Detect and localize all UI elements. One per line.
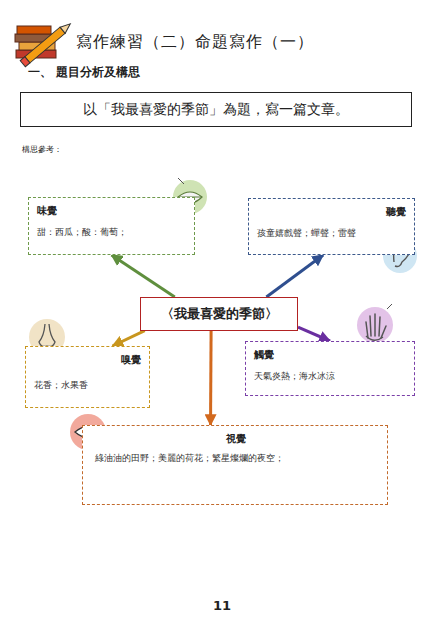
note-label: 構思參考： bbox=[22, 144, 62, 155]
box-text: 以「我最喜愛的季節」為題，寫一篇文章。 bbox=[31, 100, 401, 119]
box-heading: 嗅覺 bbox=[34, 353, 141, 367]
page-number: 11 bbox=[213, 598, 231, 613]
books-pencil-icon bbox=[15, 21, 73, 67]
center-topic-box: 〈我最喜愛的季節〉 bbox=[140, 297, 298, 331]
sense-box: 聽覺孩童嬉戲聲；蟬聲；雷聲 bbox=[248, 198, 415, 255]
box-heading: 觸覺 bbox=[254, 348, 406, 362]
page-title: 寫作練習（二）命題寫作（一） bbox=[76, 32, 314, 53]
box-heading: 聽覺 bbox=[257, 205, 406, 219]
arrow-connector bbox=[113, 331, 145, 346]
section-heading: 一、 題目分析及構思 bbox=[28, 64, 140, 81]
box-body: 孩童嬉戲聲；蟬聲；雷聲 bbox=[257, 227, 406, 239]
arrow-connector bbox=[298, 327, 330, 341]
box-body: 花香；水果香 bbox=[34, 379, 141, 391]
box-heading: 視覺 bbox=[95, 432, 377, 446]
box-body: 甜：西瓜；酸：葡萄； bbox=[37, 226, 186, 238]
box-text: 〈我最喜愛的季節〉 bbox=[147, 305, 291, 323]
sense-box: 觸覺天氣炎熱；海水冰涼 bbox=[245, 341, 415, 396]
arrow-connector bbox=[266, 255, 323, 297]
hand-icon bbox=[357, 304, 393, 343]
arrow-connector bbox=[209, 331, 213, 425]
box-body: 綠油油的田野；美麗的荷花；繁星燦爛的夜空； bbox=[95, 452, 377, 464]
box-body: 天氣炎熱；海水冰涼 bbox=[254, 370, 406, 382]
sense-box: 味覺甜：西瓜；酸：葡萄； bbox=[28, 197, 195, 255]
prompt-box: 以「我最喜愛的季節」為題，寫一篇文章。 bbox=[20, 92, 412, 127]
sense-box: 視覺綠油油的田野；美麗的荷花；繁星燦爛的夜空； bbox=[82, 425, 388, 505]
sense-box: 嗅覺花香；水果香 bbox=[25, 346, 150, 408]
box-heading: 味覺 bbox=[37, 204, 186, 218]
arrow-connector bbox=[112, 255, 175, 297]
